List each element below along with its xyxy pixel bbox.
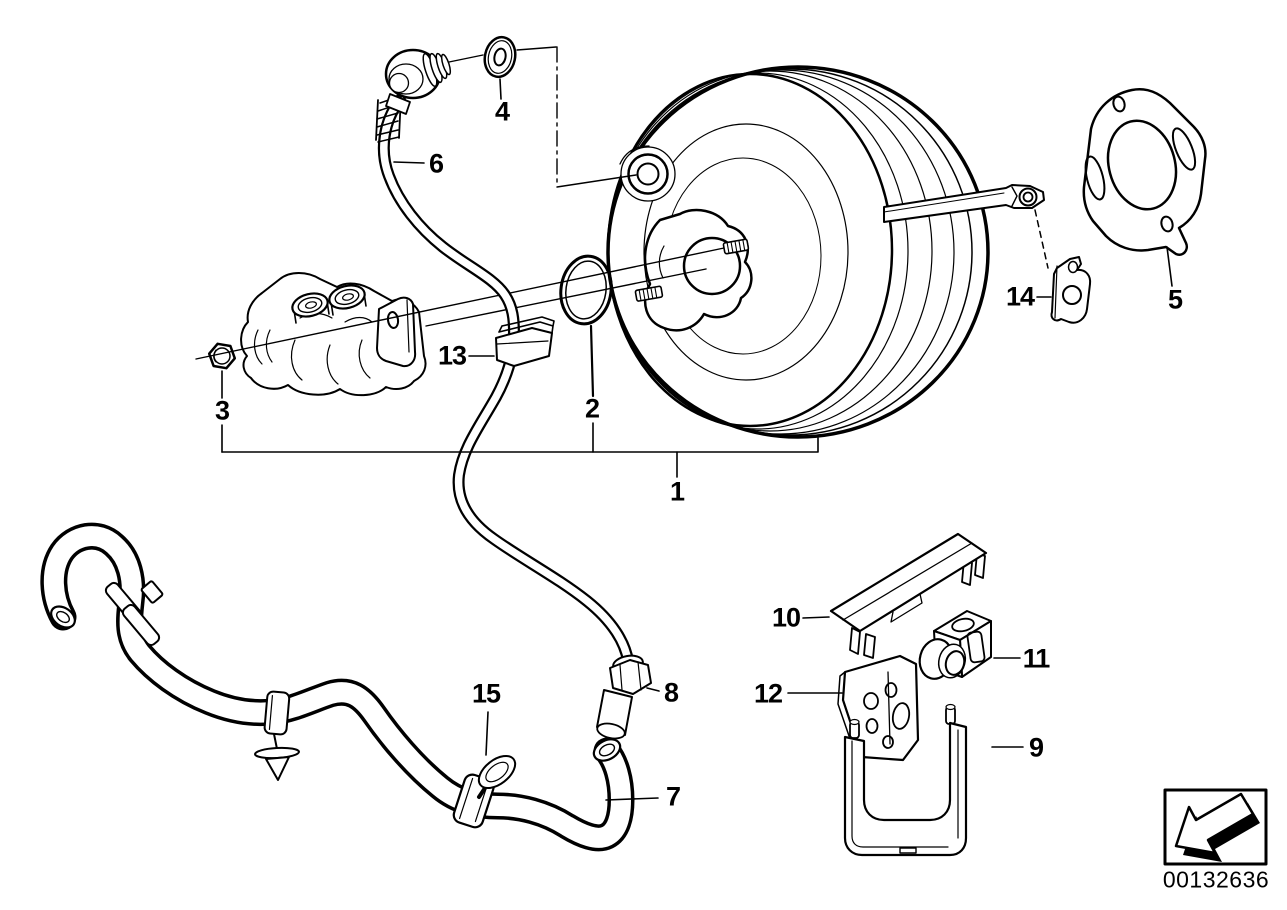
- callout-4[interactable]: 4: [494, 96, 510, 127]
- vacuum-hose: [377, 94, 634, 672]
- hose-end-fitting: [596, 654, 652, 740]
- u-bracket: [843, 703, 968, 857]
- push-pin-clamp: [254, 690, 300, 781]
- arrow-icon: [1174, 792, 1255, 855]
- booster-vacuum-port: [619, 145, 676, 202]
- sealing-washer: [448, 35, 637, 188]
- callout-15[interactable]: 15: [471, 678, 501, 709]
- formed-hose: [40, 522, 635, 852]
- retaining-clip: [1034, 209, 1092, 324]
- rubber-bush-holder: [918, 610, 992, 680]
- damper-pad: [837, 654, 920, 762]
- callout-12[interactable]: 12: [753, 678, 783, 709]
- callout-6[interactable]: 6: [428, 148, 444, 179]
- callout-13[interactable]: 13: [437, 340, 467, 371]
- callout-10[interactable]: 10: [771, 602, 801, 633]
- callout-2[interactable]: 2: [584, 393, 600, 424]
- footer-stamp: [1163, 788, 1268, 866]
- worm-gear-clamp: [104, 580, 164, 647]
- callout-5[interactable]: 5: [1167, 284, 1183, 315]
- callout-1[interactable]: 1: [669, 476, 685, 507]
- callout-9[interactable]: 9: [1028, 732, 1044, 763]
- hose-holder-clamp: [495, 316, 555, 367]
- hex-nut: [207, 342, 237, 370]
- booster-mounting-studs: [634, 238, 750, 302]
- callout-11[interactable]: 11: [1022, 643, 1051, 674]
- banjo-bolt-fitting: [375, 48, 452, 143]
- callout-8[interactable]: 8: [663, 677, 679, 708]
- callout-14[interactable]: 14: [1005, 281, 1035, 312]
- cover-rail: [829, 532, 988, 659]
- master-cylinder: [240, 272, 427, 397]
- catalog-number: 00132636: [1162, 866, 1270, 893]
- brake-booster-drum: [606, 65, 990, 439]
- o-ring-seal: [559, 254, 613, 326]
- callout-leader-lines: [221, 161, 1173, 801]
- callout-7[interactable]: 7: [665, 781, 681, 812]
- hose-clamp-15: [452, 754, 517, 829]
- booster-push-rod: [883, 184, 1045, 223]
- gasket: [1082, 88, 1207, 256]
- callout-3[interactable]: 3: [214, 395, 230, 426]
